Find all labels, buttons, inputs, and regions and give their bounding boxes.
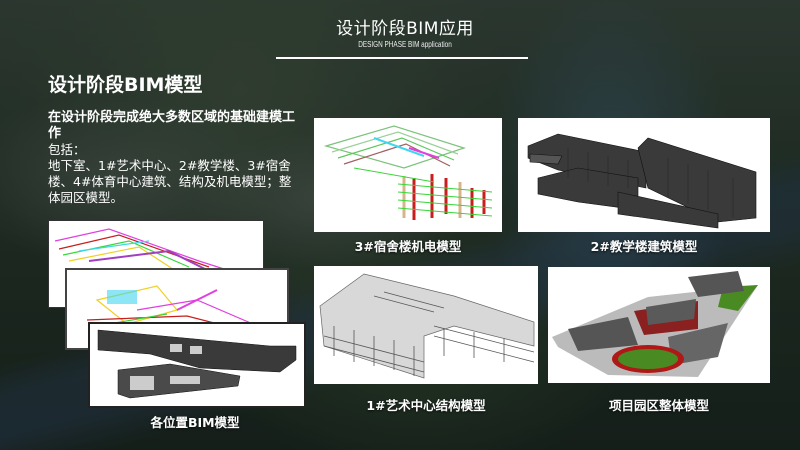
location-models-caption: 各位置BIM模型 (150, 415, 240, 430)
site-model-image (548, 267, 770, 383)
structure-model-caption: 1#艺术中心结构模型 (366, 398, 486, 413)
slide-header: 设计阶段BIM应用 DESIGN PHASE BIM application (270, 18, 540, 50)
architecture-model-caption: 2#教学楼建筑模型 (590, 239, 698, 254)
structure-model-image (314, 266, 538, 384)
intro-label: 包括： (48, 142, 86, 157)
header-divider (276, 57, 528, 59)
mep-model-image (314, 118, 502, 232)
intro-lead: 在设计阶段完成绝大多数区域的基础建模工作 (48, 110, 296, 141)
section-title: 设计阶段BIM模型 (48, 74, 203, 96)
mep-model-caption: 3#宿舍楼机电模型 (354, 239, 462, 254)
site-model-caption: 项目园区整体模型 (608, 398, 709, 413)
slide-subtitle: DESIGN PHASE BIM application (358, 40, 452, 49)
slide-title: 设计阶段BIM应用 (336, 19, 474, 39)
architecture-model-image (518, 118, 770, 232)
intro-body: 地下室、1#艺术中心、2#教学楼、3#宿舍楼、4#体育中心建筑、结构及机电模型；… (48, 158, 292, 205)
location-model-image-3 (88, 322, 306, 408)
intro-text: 在设计阶段完成绝大多数区域的基础建模工作 包括： 地下室、1#艺术中心、2#教学… (48, 110, 298, 206)
